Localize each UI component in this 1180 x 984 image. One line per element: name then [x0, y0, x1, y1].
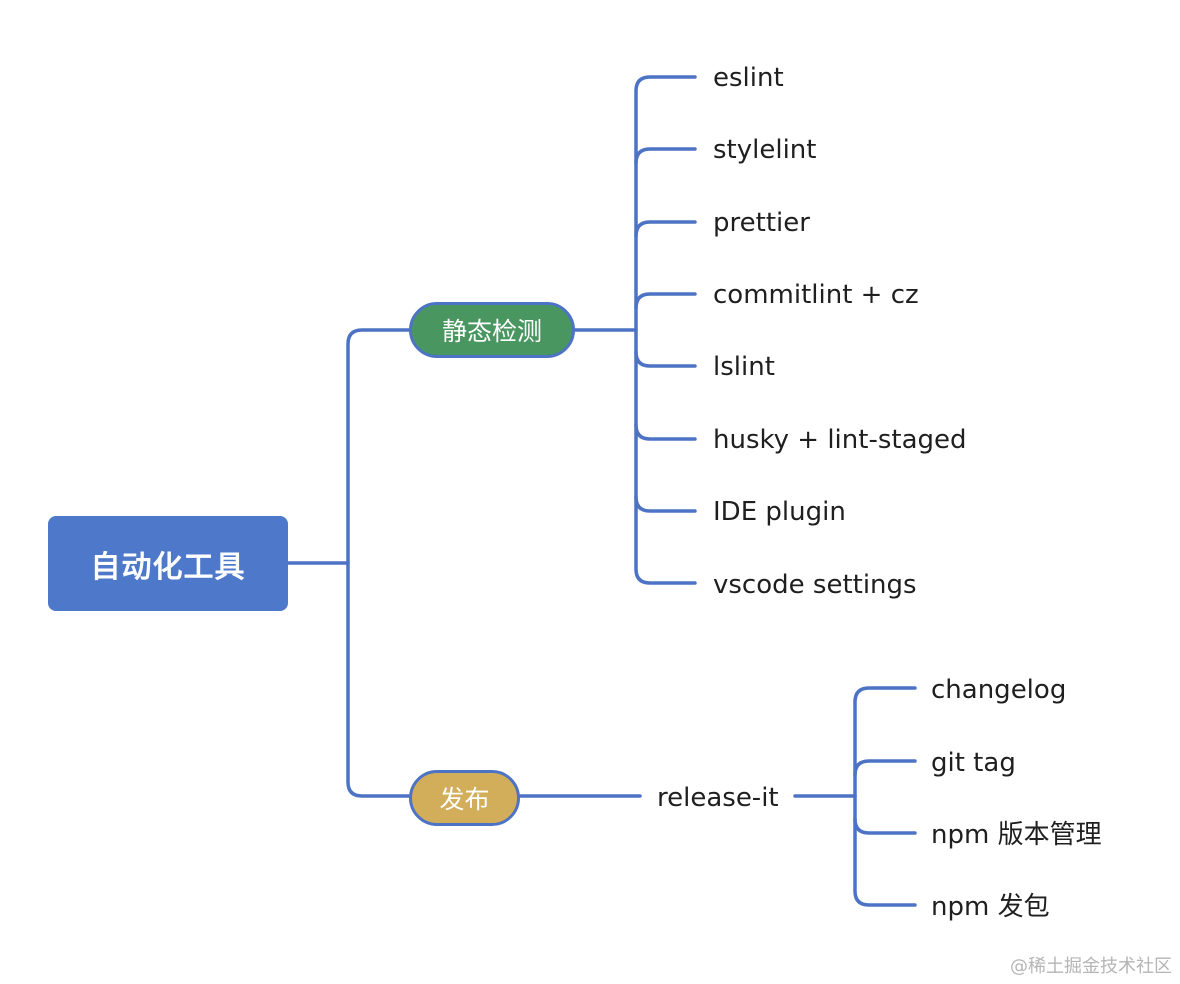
leaf-prettier: prettier: [713, 208, 810, 238]
leaf-lslint: lslint: [713, 352, 775, 382]
root-node: 自动化工具: [48, 516, 288, 611]
static-leaf-connector: [634, 147, 697, 165]
leaf-husky: husky + lint-staged: [713, 425, 967, 455]
branch-node-publish: 发布: [409, 770, 520, 826]
leaf-stylelint: stylelint: [713, 135, 817, 165]
leaf-vscode-settings: vscode settings: [713, 570, 917, 600]
node-release-it: release-it: [657, 783, 779, 813]
branch-node-static: 静态检测: [409, 302, 575, 358]
static-leaf-connector: [634, 220, 697, 238]
leaf-ide-plugin: IDE plugin: [713, 497, 846, 527]
static-leaf-connector: [634, 495, 697, 513]
release-leaf-connector: [853, 759, 917, 777]
leaf-npm-version: npm 版本管理: [931, 820, 1102, 850]
leaf-eslint: eslint: [713, 63, 784, 93]
static-leaf-connector: [634, 292, 697, 310]
static-leaf-connector: [634, 423, 697, 441]
leaf-npm-publish: npm 发包: [931, 892, 1050, 922]
static-leaf-spine: [634, 75, 697, 585]
static-leaf-connector: [634, 350, 697, 368]
release-leaf-spine: [853, 686, 917, 907]
leaf-changelog: changelog: [931, 675, 1067, 705]
branch-connector-static: [346, 328, 412, 798]
leaf-git-tag: git tag: [931, 748, 1016, 778]
leaf-commitlint: commitlint + cz: [713, 280, 919, 310]
release-leaf-connector: [853, 817, 917, 835]
watermark: @稀土掘金技术社区: [1010, 956, 1172, 977]
